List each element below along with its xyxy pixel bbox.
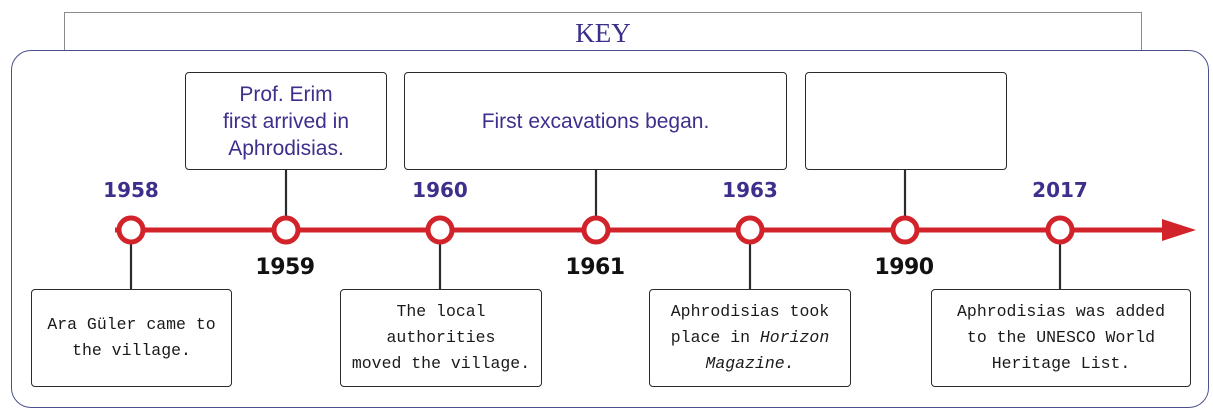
event-box-1959: Prof. Erim first arrived in Aphrodisias.	[185, 72, 387, 170]
year-label-1961: 1961	[565, 255, 625, 280]
timeline-node-1959	[271, 215, 301, 245]
event-text-line: The local authorities	[386, 302, 496, 347]
event-box-1960: The local authorities moved the village.	[340, 289, 542, 387]
event-text-line: Heritage List.	[991, 354, 1131, 373]
year-label-1958: 1958	[103, 178, 159, 202]
key-label: KEY	[575, 18, 631, 48]
event-box-1961: First excavations began.	[404, 72, 787, 170]
event-text-line: Ara Güler came to	[47, 315, 216, 334]
event-box-2017: Aphrodisias was added to the UNESCO Worl…	[931, 289, 1191, 387]
timeline-node-2017	[1045, 215, 1075, 245]
event-text-line: the village.	[72, 341, 191, 360]
timeline-node-1958	[116, 215, 146, 245]
year-label-1959: 1959	[255, 255, 315, 280]
event-text-line: place in	[670, 328, 750, 347]
timeline-node-1963	[735, 215, 765, 245]
year-label-1960: 1960	[412, 178, 468, 202]
event-text-line: Magazine.	[705, 354, 795, 373]
magazine-name: Horizon	[759, 328, 830, 347]
year-label-2017: 2017	[1032, 178, 1088, 202]
event-box-1990	[805, 72, 1007, 170]
year-label-1963: 1963	[722, 178, 778, 202]
event-text-line: Aphrodisias took	[670, 302, 830, 321]
event-text-line: moved the village.	[351, 354, 531, 373]
event-text-line: Prof. Erim	[239, 82, 333, 106]
event-box-1958: Ara Güler came to the village.	[31, 289, 232, 387]
timeline-node-1990	[890, 215, 920, 245]
event-text-line: first arrived in	[222, 109, 350, 133]
year-label-1990: 1990	[874, 255, 934, 280]
timeline-node-1961	[581, 215, 611, 245]
key-header: KEY	[64, 12, 1142, 50]
event-text-line: Aphrodisias was added	[957, 302, 1165, 321]
event-text-line: Aphrodisias.	[228, 136, 344, 160]
event-text-line: to the UNESCO World	[966, 328, 1156, 347]
event-box-1963: Aphrodisias took place in Horizon Magazi…	[649, 289, 851, 387]
timeline-arrowhead	[1162, 219, 1196, 241]
timeline-node-1960	[425, 215, 455, 245]
event-text-line: First excavations began.	[481, 109, 710, 133]
